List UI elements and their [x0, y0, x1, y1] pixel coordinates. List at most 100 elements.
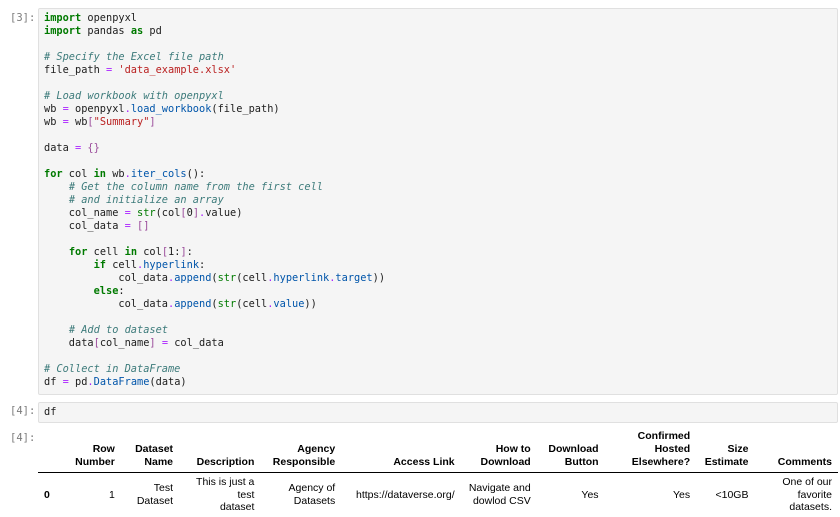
code-token: in [93, 168, 107, 180]
code-editor[interactable]: import openpyxl import pandas as pd # Sp… [38, 8, 838, 395]
code-token: [] [137, 220, 150, 232]
code-token: wb [44, 103, 63, 115]
code-token: str [137, 207, 156, 219]
code-token: [ [161, 246, 169, 258]
input-prompt: [3]: [10, 12, 36, 24]
code-token: openpyxl [68, 103, 125, 115]
code-token: # Specify the Excel file path [44, 51, 224, 63]
code-token: DataFrame [93, 376, 150, 388]
code-token [44, 181, 69, 193]
code-token: )) [372, 272, 386, 284]
code-token: (): [186, 168, 206, 180]
code-token: # Collect in DataFrame [44, 363, 181, 375]
code-token: data [44, 142, 75, 154]
code-token: 1: [168, 246, 181, 258]
code-token: 'data_example.xlsx' [118, 64, 237, 76]
code-token: import [44, 25, 82, 37]
code-editor[interactable]: df [38, 402, 838, 423]
code-token: = [106, 64, 113, 76]
column-header [38, 428, 61, 473]
code-token [44, 285, 94, 297]
code-token: "Summary" [93, 116, 150, 128]
code-token: [ [93, 337, 100, 349]
code-token: col_data [44, 272, 168, 284]
code-token: . [199, 207, 206, 219]
code-token: ] [180, 246, 187, 258]
code-token: . [267, 298, 274, 310]
code-token: load_workbook [130, 103, 212, 115]
code-token: openpyxl [81, 12, 137, 24]
table-cell: Yes [581, 488, 599, 501]
code-token: pandas [81, 25, 131, 37]
column-header: Comments [754, 428, 838, 473]
code-token: [ [87, 116, 94, 128]
code-token: wb [68, 116, 88, 128]
code-token: . [329, 272, 336, 284]
code-token: 0 [186, 207, 193, 219]
code-token: append [174, 298, 212, 310]
code-token: col_name [44, 207, 125, 219]
table-cell: Yes [673, 488, 691, 501]
input-prompt: [4]: [10, 405, 36, 417]
code-token: wb [44, 116, 63, 128]
table-cell: https://dataverse.org/ [356, 488, 455, 501]
code-token: (col [155, 207, 181, 219]
code-token: value [273, 298, 305, 310]
code-token: . [87, 376, 94, 388]
code-token: ] [149, 337, 156, 349]
code-token: (file_path) [211, 103, 280, 115]
code-token: # and initialize an array [68, 194, 224, 206]
code-token: ] [149, 116, 156, 128]
code-token: col [137, 246, 162, 258]
code-token: col_data [44, 298, 168, 310]
code-token: target [335, 272, 373, 284]
code-token: = [124, 220, 131, 232]
code-token: as [130, 25, 144, 37]
code-token [44, 324, 69, 336]
code-token: in [124, 246, 138, 258]
code-token: = [62, 376, 69, 388]
code-token [44, 259, 94, 271]
code-token: [ [180, 207, 187, 219]
code-cell-3[interactable]: [3]: import openpyxl import pandas as pd… [0, 8, 840, 395]
row-index: 0 [44, 488, 50, 501]
code-token: df [44, 376, 63, 388]
code-token: for [44, 168, 63, 180]
code-token: for [68, 246, 88, 258]
code-token: # Get the column name from the first cel… [68, 181, 323, 193]
code-token: col_data [168, 337, 224, 349]
code-token: df [44, 406, 57, 418]
code-token: . [124, 168, 131, 180]
code-token: : [199, 259, 206, 271]
code-token: iter_cols [130, 168, 187, 180]
table-cell: 1 [109, 488, 115, 501]
code-token: wb [106, 168, 125, 180]
code-token: # Add to dataset [68, 324, 169, 336]
code-token: else [93, 285, 119, 297]
code-token: = [62, 103, 69, 115]
code-token: . [168, 298, 175, 310]
code-token: data [44, 337, 94, 349]
code-token: ( [211, 272, 218, 284]
code-text: import openpyxl import pandas as pd # Sp… [39, 9, 837, 389]
code-cell-4[interactable]: [4]: df [0, 402, 840, 423]
code-token: hyperlink [273, 272, 330, 284]
code-token: append [174, 272, 212, 284]
code-token: import [44, 12, 82, 24]
code-token: (cell [236, 298, 268, 310]
output-prompt: [4]: [10, 432, 36, 444]
code-token [44, 246, 69, 258]
